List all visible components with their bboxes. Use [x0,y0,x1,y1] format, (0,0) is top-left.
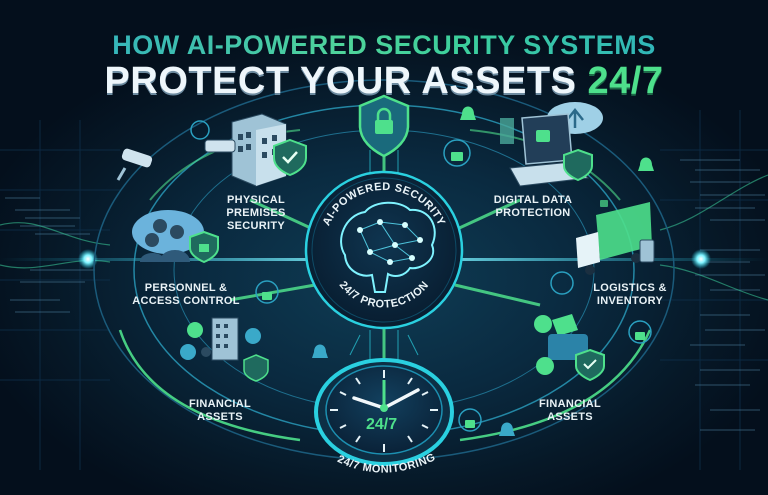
brain-network-icon [340,201,436,293]
label-line: FINANCIAL [189,398,251,410]
title-accent: 24/7 [587,60,664,102]
ai-core: AI-POWERED SECURITY 24/7 PROTECTION [304,170,464,330]
truck-icon [576,202,655,275]
glow-node-left [78,249,98,269]
label-line: PERSONNEL & [144,282,228,294]
label-line: ASSETS [197,411,243,423]
code-lines-left [5,197,95,313]
label-line: FINANCIAL [539,398,601,410]
label-line: ACCESS CONTROL [132,295,240,307]
bell-icons [312,106,654,436]
label-line: LOGISTICS & [593,282,667,294]
monitoring-clock: 24/7 MONITORING [314,358,454,476]
glow-node-right [691,249,711,269]
title-main: PROTECT YOUR ASSETS [104,60,577,102]
label-financial-right: FINANCIAL ASSETS [530,398,610,424]
label-line: PHYSICAL PREMISES [226,194,286,219]
label-line: INVENTORY [596,295,664,307]
security-camera-icon [116,148,153,181]
label-line: DIGITAL DATA [493,194,573,206]
digital-data-icons [500,102,603,187]
label-digital-data: DIGITAL DATA PROTECTION [478,194,588,220]
financial-right-icons [534,314,605,382]
circuit-traces [349,150,419,360]
label-line: PROTECTION [495,207,571,219]
label-physical-premises: PHYSICAL PREMISES SECURITY [196,194,316,233]
orbit-rings [93,79,675,461]
title-line-1: HOW AI-POWERED SECURITY SYSTEMS [0,30,768,61]
label-logistics: LOGISTICS & INVENTORY [580,282,680,308]
personnel-icons [132,210,219,264]
code-lines-right [680,159,765,431]
top-shield-lock-icon [358,94,410,158]
label-line: SECURITY [226,220,286,232]
lock-badges [190,120,652,432]
label-financial-left: FINANCIAL ASSETS [180,398,260,424]
physical-premises-icons [204,113,307,187]
title-line-2: PROTECT YOUR ASSETS 24/7 [0,60,768,103]
lock-icons [262,152,645,428]
financial-left-icons [180,317,269,382]
clock-center-text: 24/7 [366,416,398,433]
label-personnel: PERSONNEL & ACCESS CONTROL [126,282,246,308]
label-line: ASSETS [547,411,593,423]
